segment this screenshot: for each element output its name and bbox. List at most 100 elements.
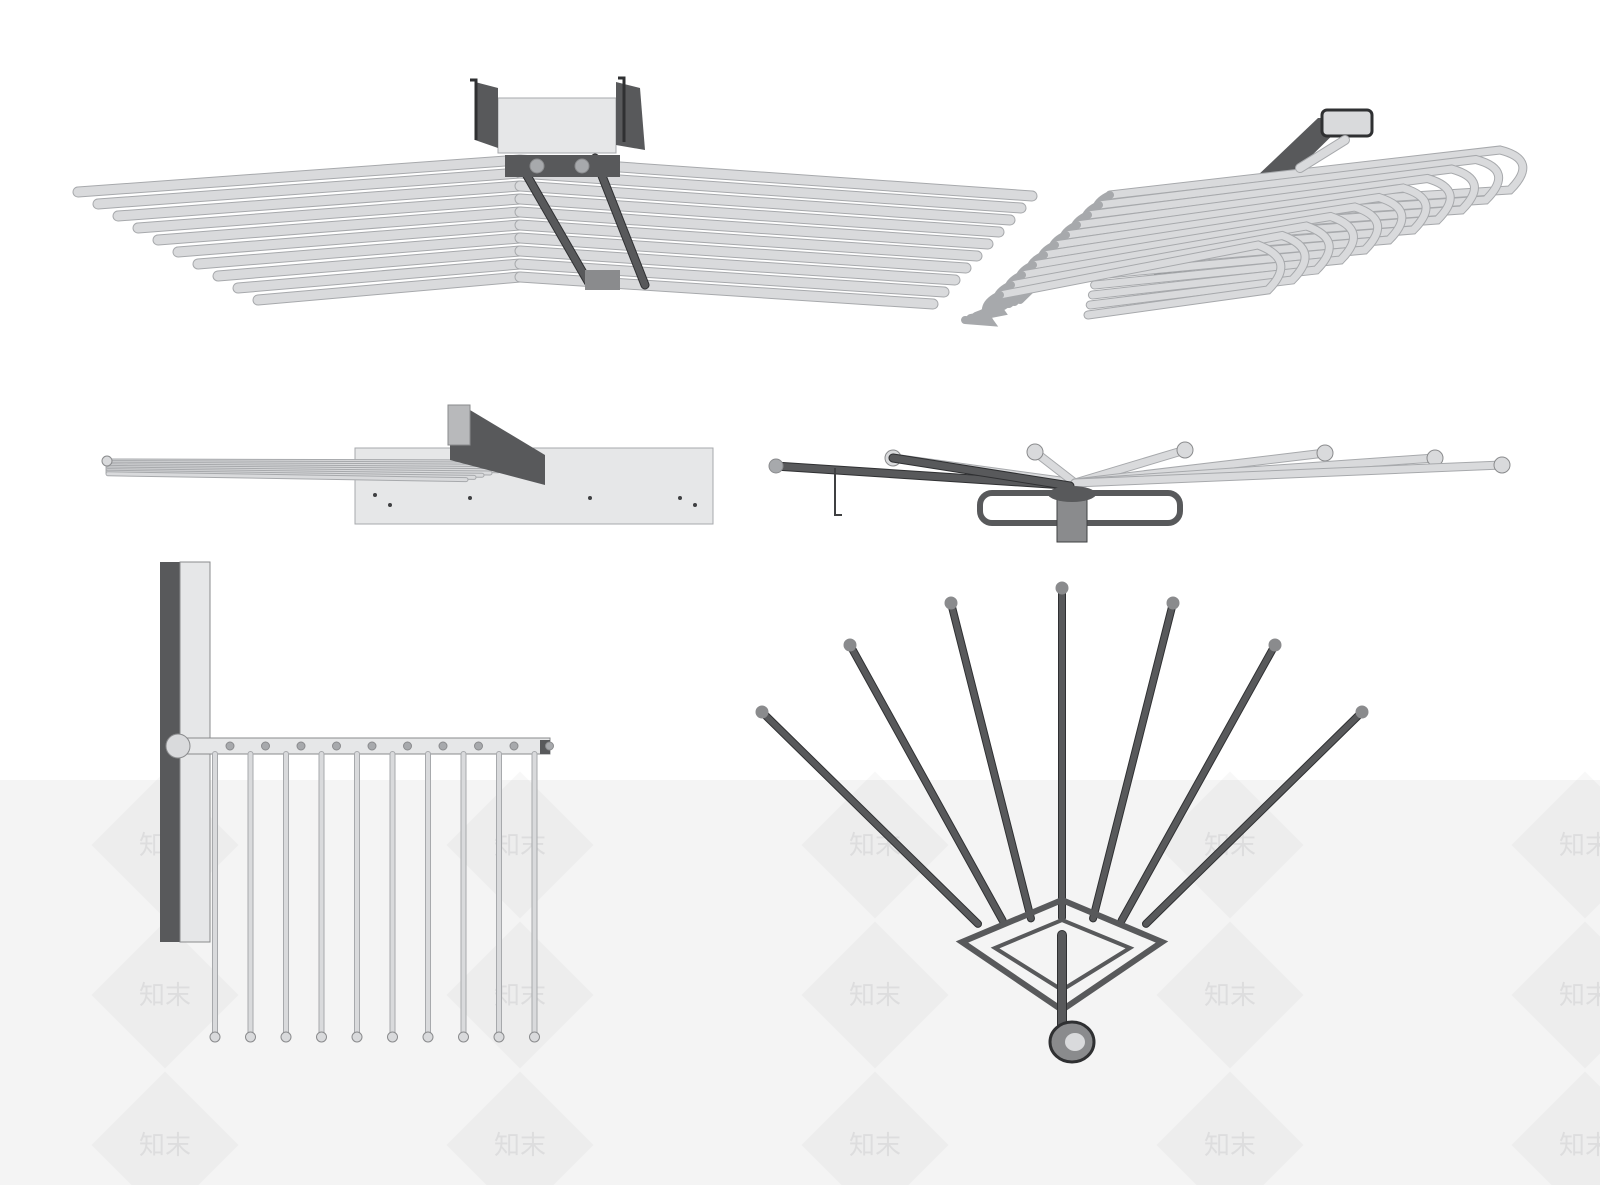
hanging-rod-tip-9 [529,1031,540,1043]
top-bar-bolt-5 [403,741,412,751]
watermark-text: 知末 [1204,1131,1256,1161]
top-bar-bolt-1 [261,741,270,751]
swivel-frame-outer [955,896,1169,1014]
watermark-text: 知末 [139,1131,191,1161]
trouser-rack-side-view [101,404,714,525]
right-rod-7 [515,246,960,285]
bracket-rail-r [618,76,626,142]
right-rod-2 [515,181,1015,225]
loop-rod-6 [1040,203,1382,279]
fan-arm-left-tip [768,458,784,474]
left-rod-5 [173,220,525,257]
top-bar-bolt-4 [367,741,377,751]
left-rod-9 [253,272,525,305]
mount-hole-0 [373,493,377,497]
spoke-5 [1118,642,1278,924]
top-bar-bolt-9 [545,741,554,751]
watermark-text: 知末 [1559,1131,1600,1161]
swivel-ring-hole [1065,1033,1085,1051]
fan-arm-5 [1071,461,1506,487]
loop-rod-7 [1029,212,1357,289]
spoke-0 [759,709,981,927]
loop-rod-1 [1095,155,1503,229]
swivel-frame-inner [990,917,1135,993]
spoke-4 [1090,600,1176,922]
watermark-diamond [801,771,949,919]
hanging-rod-tip-4 [351,1031,363,1043]
watermark-diamond [91,1071,239,1185]
watermark-diamond [1156,921,1304,1069]
fan-hook [834,468,842,516]
watermark-diamond [1156,1071,1304,1185]
hanging-rod-tip-6 [422,1031,434,1043]
left-rod-1 [93,168,525,209]
loop-rod-2 [1084,165,1478,239]
bracket-rail-l [470,78,478,140]
top-bar-end [540,740,550,754]
top-bar-bolt-7 [474,741,483,751]
left-rod-3 [133,194,525,233]
spoke-6 [1143,709,1365,927]
beam-end-cap [1320,108,1374,138]
top-bar-bolt-6 [438,741,448,751]
loop-rod-4 [1062,184,1430,259]
watermark-diamond [446,1071,594,1185]
loop-rod-0 [1106,146,1527,219]
swivel-fan-rack-side-view [768,441,1511,543]
hanging-rod-tip-7 [458,1031,469,1043]
left-rod-7 [213,246,525,281]
side-slide-body [450,410,545,485]
arm-stub [1296,136,1349,172]
loop-rod-10 [996,241,1285,319]
spoke-1 [847,642,1006,924]
left-rod-6 [193,233,525,269]
mount-hole-5 [693,503,697,507]
bracket-plate [497,97,617,154]
spoke-tip-4 [1166,596,1180,610]
trouser-rack-front-view [160,561,554,1043]
loop-rod-5 [1051,193,1406,269]
spoke-tip-6 [1355,705,1369,719]
bracket-left-cheek [475,82,498,148]
spoke-tip-5 [1268,638,1282,652]
watermark-text: 知末 [1559,831,1600,861]
hanging-rod-tip-0 [209,1031,221,1043]
watermark-text: 知末 [849,1131,901,1161]
top-bar-bolt-0 [225,741,235,751]
mount-hole-1 [388,503,392,507]
watermark-diamond [91,921,239,1069]
bolt-2 [574,158,590,174]
right-rod-5 [515,220,982,261]
watermark-text: 知末 [1559,981,1600,1011]
watermark-text: 知末 [494,1131,546,1161]
left-rod-0 [73,155,525,197]
mount-hole-3 [588,496,592,500]
fan-arm-tip-2 [1176,441,1194,459]
mount-hole-2 [468,496,472,500]
loop-hook-10 [961,291,1004,327]
watermark-layer: 知末知末知末知末知末知末知末知末知末知末知末知末知末知末知末 [91,771,1600,1185]
left-rod-4 [153,207,525,245]
spoke-tip-0 [755,705,769,719]
loop-rod-8 [1018,222,1333,299]
right-rod-3 [515,194,1004,237]
swivel-fan-rack-top-view [755,581,1369,1064]
side-rod-tip [101,455,113,467]
watermark-diamond [1511,1071,1600,1185]
spoke-2 [948,600,1034,922]
hanging-rod-tip-8 [493,1031,505,1043]
right-rod-6 [515,233,971,273]
folding-loop-rack-perspective [961,108,1528,327]
bolt-1 [529,158,545,174]
watermark-diamond [1511,921,1600,1069]
slide-rail-right [591,154,649,289]
bracket-base [505,155,620,177]
mount-hole-4 [678,496,682,500]
watermark-diamond [446,921,594,1069]
left-rod-8 [233,259,525,293]
slide-rail-left [514,156,594,289]
watermark-diamond [1511,771,1600,919]
side-rod-8 [106,472,468,482]
